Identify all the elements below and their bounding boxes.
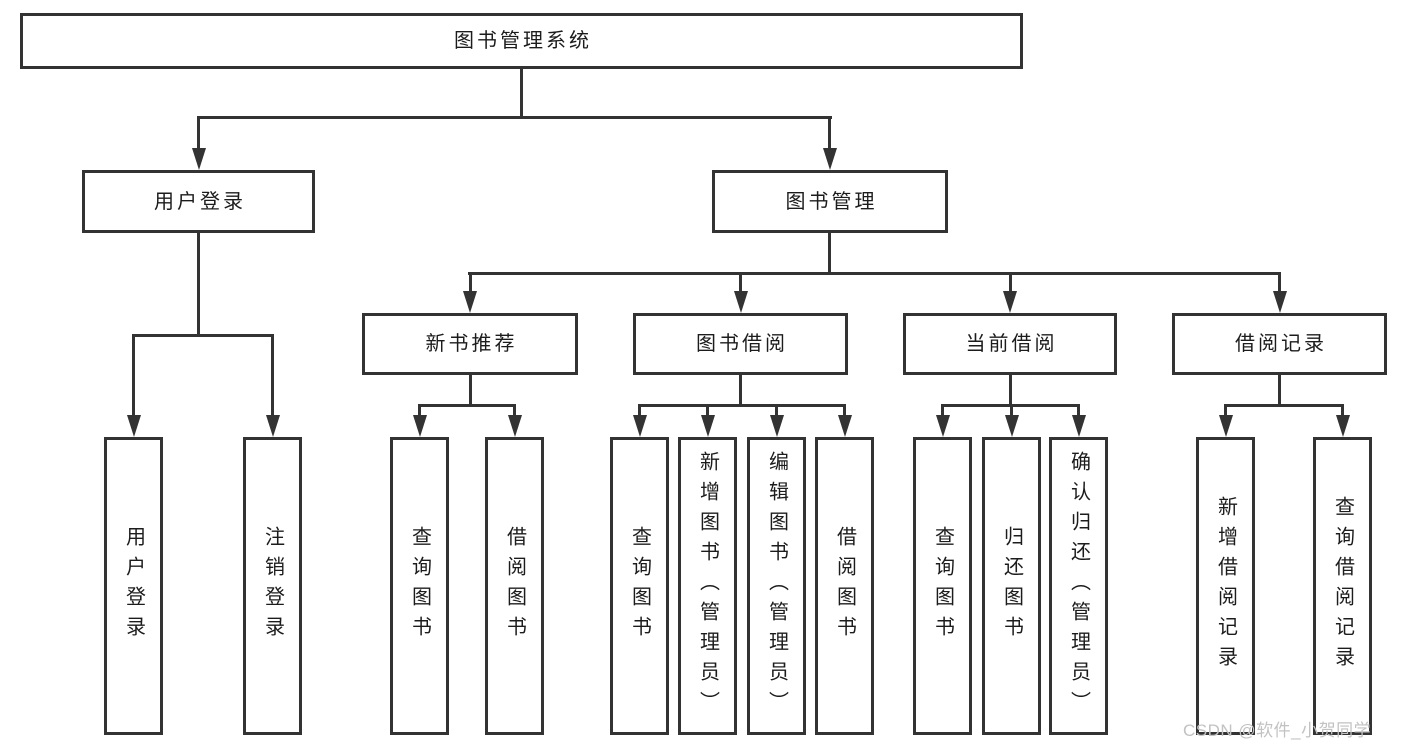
arrow-down-icon <box>1003 291 1017 313</box>
connector-line <box>638 404 641 417</box>
node-label: 查询图书 <box>931 526 954 646</box>
node-user-login-leaf: 用户登录 <box>104 437 163 735</box>
arrow-down-icon <box>1272 291 1287 313</box>
connector-line <box>828 233 831 274</box>
arrow-down-icon <box>733 291 748 313</box>
arrow-down-icon <box>507 415 522 437</box>
connector-line <box>706 404 709 417</box>
node-label: 查询图书 <box>628 526 651 646</box>
node-query-borrow-record: 查询借阅记录 <box>1313 437 1372 735</box>
arrow-down-icon <box>769 415 784 437</box>
arrow-down-icon <box>412 415 427 437</box>
node-query-books-recommend: 查询图书 <box>390 437 449 735</box>
connector-line <box>828 116 831 150</box>
node-label: 图书管理系统 <box>454 30 592 52</box>
node-user-login: 用户登录 <box>82 170 315 233</box>
connector-line <box>1224 404 1344 407</box>
arrow-down-icon <box>126 415 141 437</box>
node-borrow-books-leaf: 借阅图书 <box>815 437 874 735</box>
arrow-down-icon <box>191 148 206 170</box>
connector-line <box>468 272 1281 275</box>
arrow-down-icon <box>1335 415 1350 437</box>
node-query-books-borrow: 查询图书 <box>610 437 669 735</box>
node-label: 借阅图书 <box>503 526 526 646</box>
node-book-management: 图书管理 <box>712 170 948 233</box>
connector-line <box>843 404 846 417</box>
node-label: 新增借阅记录 <box>1214 496 1237 676</box>
node-add-borrow-record: 新增借阅记录 <box>1196 437 1255 735</box>
connector-line <box>941 404 944 417</box>
node-logout-leaf: 注销登录 <box>243 437 302 735</box>
node-query-books-current: 查询图书 <box>913 437 972 735</box>
node-confirm-return-admin: 确认归还（管理员） <box>1049 437 1108 735</box>
node-label: 注销登录 <box>261 526 284 646</box>
connector-line <box>1278 375 1281 406</box>
connector-line <box>197 116 832 119</box>
node-label: 新增图书（管理员） <box>696 451 719 721</box>
node-label: 图书管理 <box>785 190 878 213</box>
node-label: 查询图书 <box>408 526 431 646</box>
connector-line <box>1008 375 1012 406</box>
arrow-down-icon <box>463 291 477 313</box>
node-edit-books-admin: 编辑图书（管理员） <box>747 437 806 735</box>
connector-line <box>513 404 516 417</box>
arrow-down-icon <box>700 415 715 437</box>
node-current-borrow: 当前借阅 <box>903 313 1117 375</box>
node-book-borrow: 图书借阅 <box>633 313 848 375</box>
connector-line <box>638 404 846 407</box>
connector-line <box>775 404 778 417</box>
arrow-down-icon <box>837 415 852 437</box>
connector-line <box>468 272 472 293</box>
node-label: 用户登录 <box>122 526 145 646</box>
node-label: 新书推荐 <box>425 333 518 355</box>
connector-line <box>520 66 523 119</box>
node-label: 归还图书 <box>1000 526 1023 646</box>
arrow-down-icon <box>1071 415 1086 437</box>
node-add-books-admin: 新增图书（管理员） <box>678 437 737 735</box>
node-new-book-recommend: 新书推荐 <box>362 313 578 375</box>
connector-line <box>1224 404 1227 417</box>
arrow-down-icon <box>1004 415 1019 437</box>
arrow-down-icon <box>1218 415 1233 437</box>
connector-line <box>132 334 135 417</box>
node-borrow-record: 借阅记录 <box>1172 313 1387 375</box>
arrow-down-icon <box>632 415 647 437</box>
csdn-watermark: CSDN @软件_小贺同学 <box>1183 721 1372 740</box>
connector-line <box>197 116 200 150</box>
node-label: 借阅记录 <box>1235 333 1327 355</box>
connector-line <box>468 375 472 406</box>
node-borrow-books-recommend: 借阅图书 <box>485 437 544 735</box>
node-label: 图书借阅 <box>696 333 788 355</box>
connector-line <box>418 404 421 417</box>
connector-line <box>418 404 516 407</box>
node-return-books: 归还图书 <box>982 437 1041 735</box>
connector-line <box>197 233 200 336</box>
connector-line <box>1341 404 1344 417</box>
connector-line <box>132 334 274 337</box>
connector-line <box>1077 404 1080 417</box>
node-label: 确认归还（管理员） <box>1067 451 1090 721</box>
connector-line <box>271 334 274 417</box>
arrow-down-icon <box>935 415 950 437</box>
arrow-down-icon <box>822 148 837 170</box>
node-label: 编辑图书（管理员） <box>765 451 788 721</box>
connector-line <box>1278 272 1281 293</box>
node-label: 用户登录 <box>154 190 246 213</box>
node-label: 借阅图书 <box>833 526 856 646</box>
connector-line <box>739 375 742 406</box>
connector-line <box>1008 272 1012 293</box>
node-label: 当前借阅 <box>965 333 1058 355</box>
connector-line <box>739 272 742 293</box>
arrow-down-icon <box>265 415 280 437</box>
connector-line <box>1010 404 1013 417</box>
node-label: 查询借阅记录 <box>1331 496 1354 676</box>
node-root-system: 图书管理系统 <box>20 13 1023 69</box>
